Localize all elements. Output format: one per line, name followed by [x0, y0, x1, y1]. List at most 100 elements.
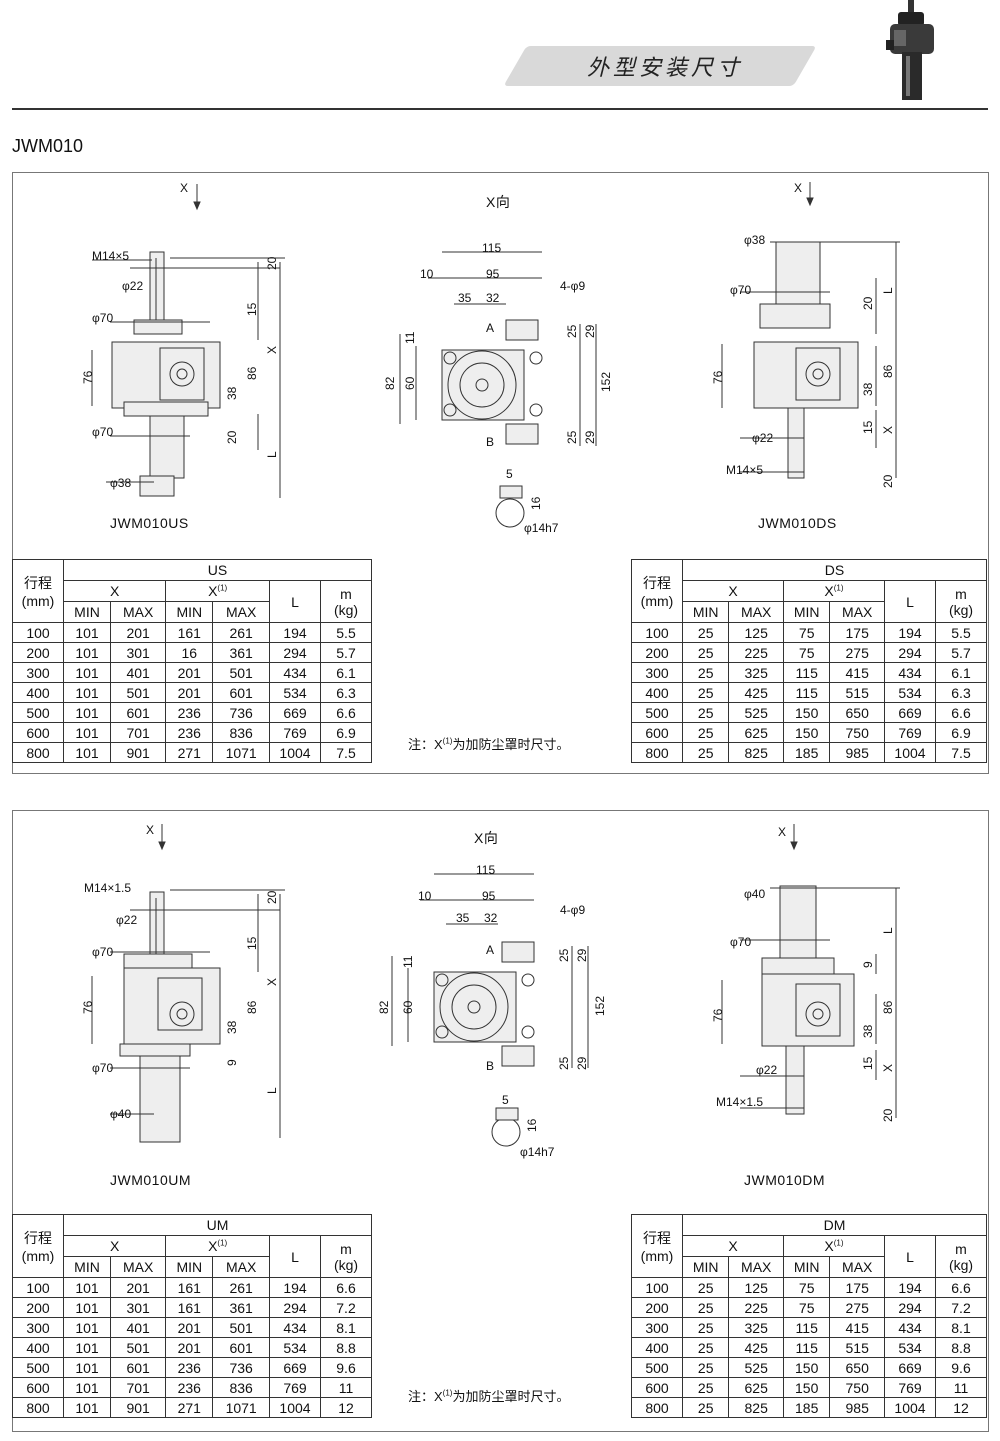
mid2-k14: φ14h7 — [520, 1145, 555, 1159]
ds-min2: MIN — [782, 601, 831, 623]
mid2-h29b: 29 — [575, 1056, 589, 1070]
table-cell: 415 — [829, 1317, 885, 1338]
table-cell: 25 — [681, 642, 730, 663]
mid1-h25a: 25 — [565, 324, 579, 338]
table-cell: 901 — [110, 742, 167, 763]
table-cell: 125 — [728, 1277, 784, 1298]
dm-d40: φ40 — [744, 887, 765, 901]
table-cell: 236 — [165, 1377, 214, 1398]
table-cell: 9.6 — [935, 1357, 987, 1378]
ds-d20b: 20 — [881, 474, 895, 488]
table-cell: 6.9 — [935, 722, 987, 743]
table-cell: 525 — [728, 1357, 784, 1378]
table-cell: 625 — [728, 722, 784, 743]
dm-d86: 86 — [881, 1000, 895, 1014]
um-header-stroke: 行程(mm) — [12, 1214, 64, 1278]
table-cell: 115 — [782, 1317, 831, 1338]
table-cell: 6.6 — [320, 1277, 372, 1298]
um-caption: JWM010UM — [110, 1172, 192, 1188]
um-h76: 76 — [81, 1000, 95, 1014]
screw-jack-icon — [886, 0, 934, 100]
us-arrow-x: X — [180, 181, 188, 195]
table-cell: 101 — [62, 622, 112, 643]
table-cell: 800 — [12, 742, 64, 763]
table-cell: 5.5 — [320, 622, 372, 643]
table-cell: 101 — [62, 1337, 112, 1358]
ds-d38b: 38 — [861, 382, 875, 396]
page-title: 外型安装尺寸 — [586, 55, 743, 80]
table-cell: 501 — [212, 1317, 270, 1338]
note-1: 注：X(1)为加防尘罩时尺寸。 — [408, 734, 569, 753]
table-cell: 669 — [884, 702, 936, 723]
table-cell: 25 — [681, 1337, 730, 1358]
mid2-h29a: 29 — [575, 948, 589, 962]
table-cell: 750 — [829, 722, 885, 743]
um-m: m(kg) — [320, 1235, 372, 1278]
table-cell: 201 — [110, 622, 167, 643]
dm-x1: X(1) — [782, 1235, 886, 1257]
table-cell: 701 — [110, 1377, 167, 1398]
table-cell: 101 — [62, 1377, 112, 1398]
dm-d38b: 38 — [861, 1024, 875, 1038]
table-cell: 6.9 — [320, 722, 372, 743]
table-cell: 600 — [12, 722, 64, 743]
dm-d70: φ70 — [730, 935, 751, 949]
ds-header-stroke: 行程(mm) — [631, 559, 683, 623]
table-cell: 101 — [62, 682, 112, 703]
table-cell: 1071 — [212, 742, 270, 763]
table-cell: 75 — [782, 1297, 831, 1318]
mid2-k5: 5 — [502, 1093, 509, 1107]
dm-min2: MIN — [782, 1256, 831, 1278]
table-cell: 769 — [269, 722, 321, 743]
table-cell: 100 — [12, 1277, 64, 1298]
table-cell: 300 — [12, 662, 64, 683]
table-cell: 5.5 — [935, 622, 987, 643]
table-cell: 12 — [320, 1397, 372, 1418]
us-x: X — [62, 580, 167, 602]
table-cell: 261 — [212, 622, 270, 643]
table-cell: 161 — [165, 622, 214, 643]
us-d15: 15 — [245, 302, 259, 316]
dm-dx: X — [881, 1064, 895, 1072]
us-min2: MIN — [165, 601, 214, 623]
mid2-w10: 10 — [418, 889, 432, 903]
table-cell: 16 — [165, 642, 214, 663]
mid1-w32: 32 — [486, 291, 500, 305]
table-cell: 161 — [165, 1277, 214, 1298]
table-cell: 101 — [62, 662, 112, 683]
us-caption: JWM010US — [110, 515, 189, 531]
um-d20a: 20 — [265, 890, 279, 904]
table-cell: 101 — [62, 742, 112, 763]
ds-min: MIN — [681, 601, 730, 623]
note-2-suffix: 为加防尘罩时尺寸。 — [452, 1389, 570, 1404]
dm-m: m(kg) — [935, 1235, 987, 1278]
table-cell: 400 — [631, 1337, 683, 1358]
table-cell: 101 — [62, 702, 112, 723]
um-arrow-x: X — [146, 823, 154, 837]
us-shaft-label: φ22 — [122, 279, 143, 293]
ds-d22: φ22 — [752, 431, 773, 445]
table-cell: 750 — [829, 1377, 885, 1398]
table-cell: 25 — [681, 1297, 730, 1318]
x-direction-label-2: X向 — [474, 830, 499, 846]
table-cell: 669 — [269, 1357, 321, 1378]
note-1-suffix: 为加防尘罩时尺寸。 — [452, 737, 570, 752]
table-cell: 325 — [728, 1317, 784, 1338]
table-cell: 7.5 — [320, 742, 372, 763]
table-cell: 6.3 — [320, 682, 372, 703]
dm-max: MAX — [728, 1256, 784, 1278]
table-cell: 400 — [631, 682, 683, 703]
us-dia-end-label: φ70 — [92, 425, 113, 439]
table-cell: 769 — [884, 722, 936, 743]
